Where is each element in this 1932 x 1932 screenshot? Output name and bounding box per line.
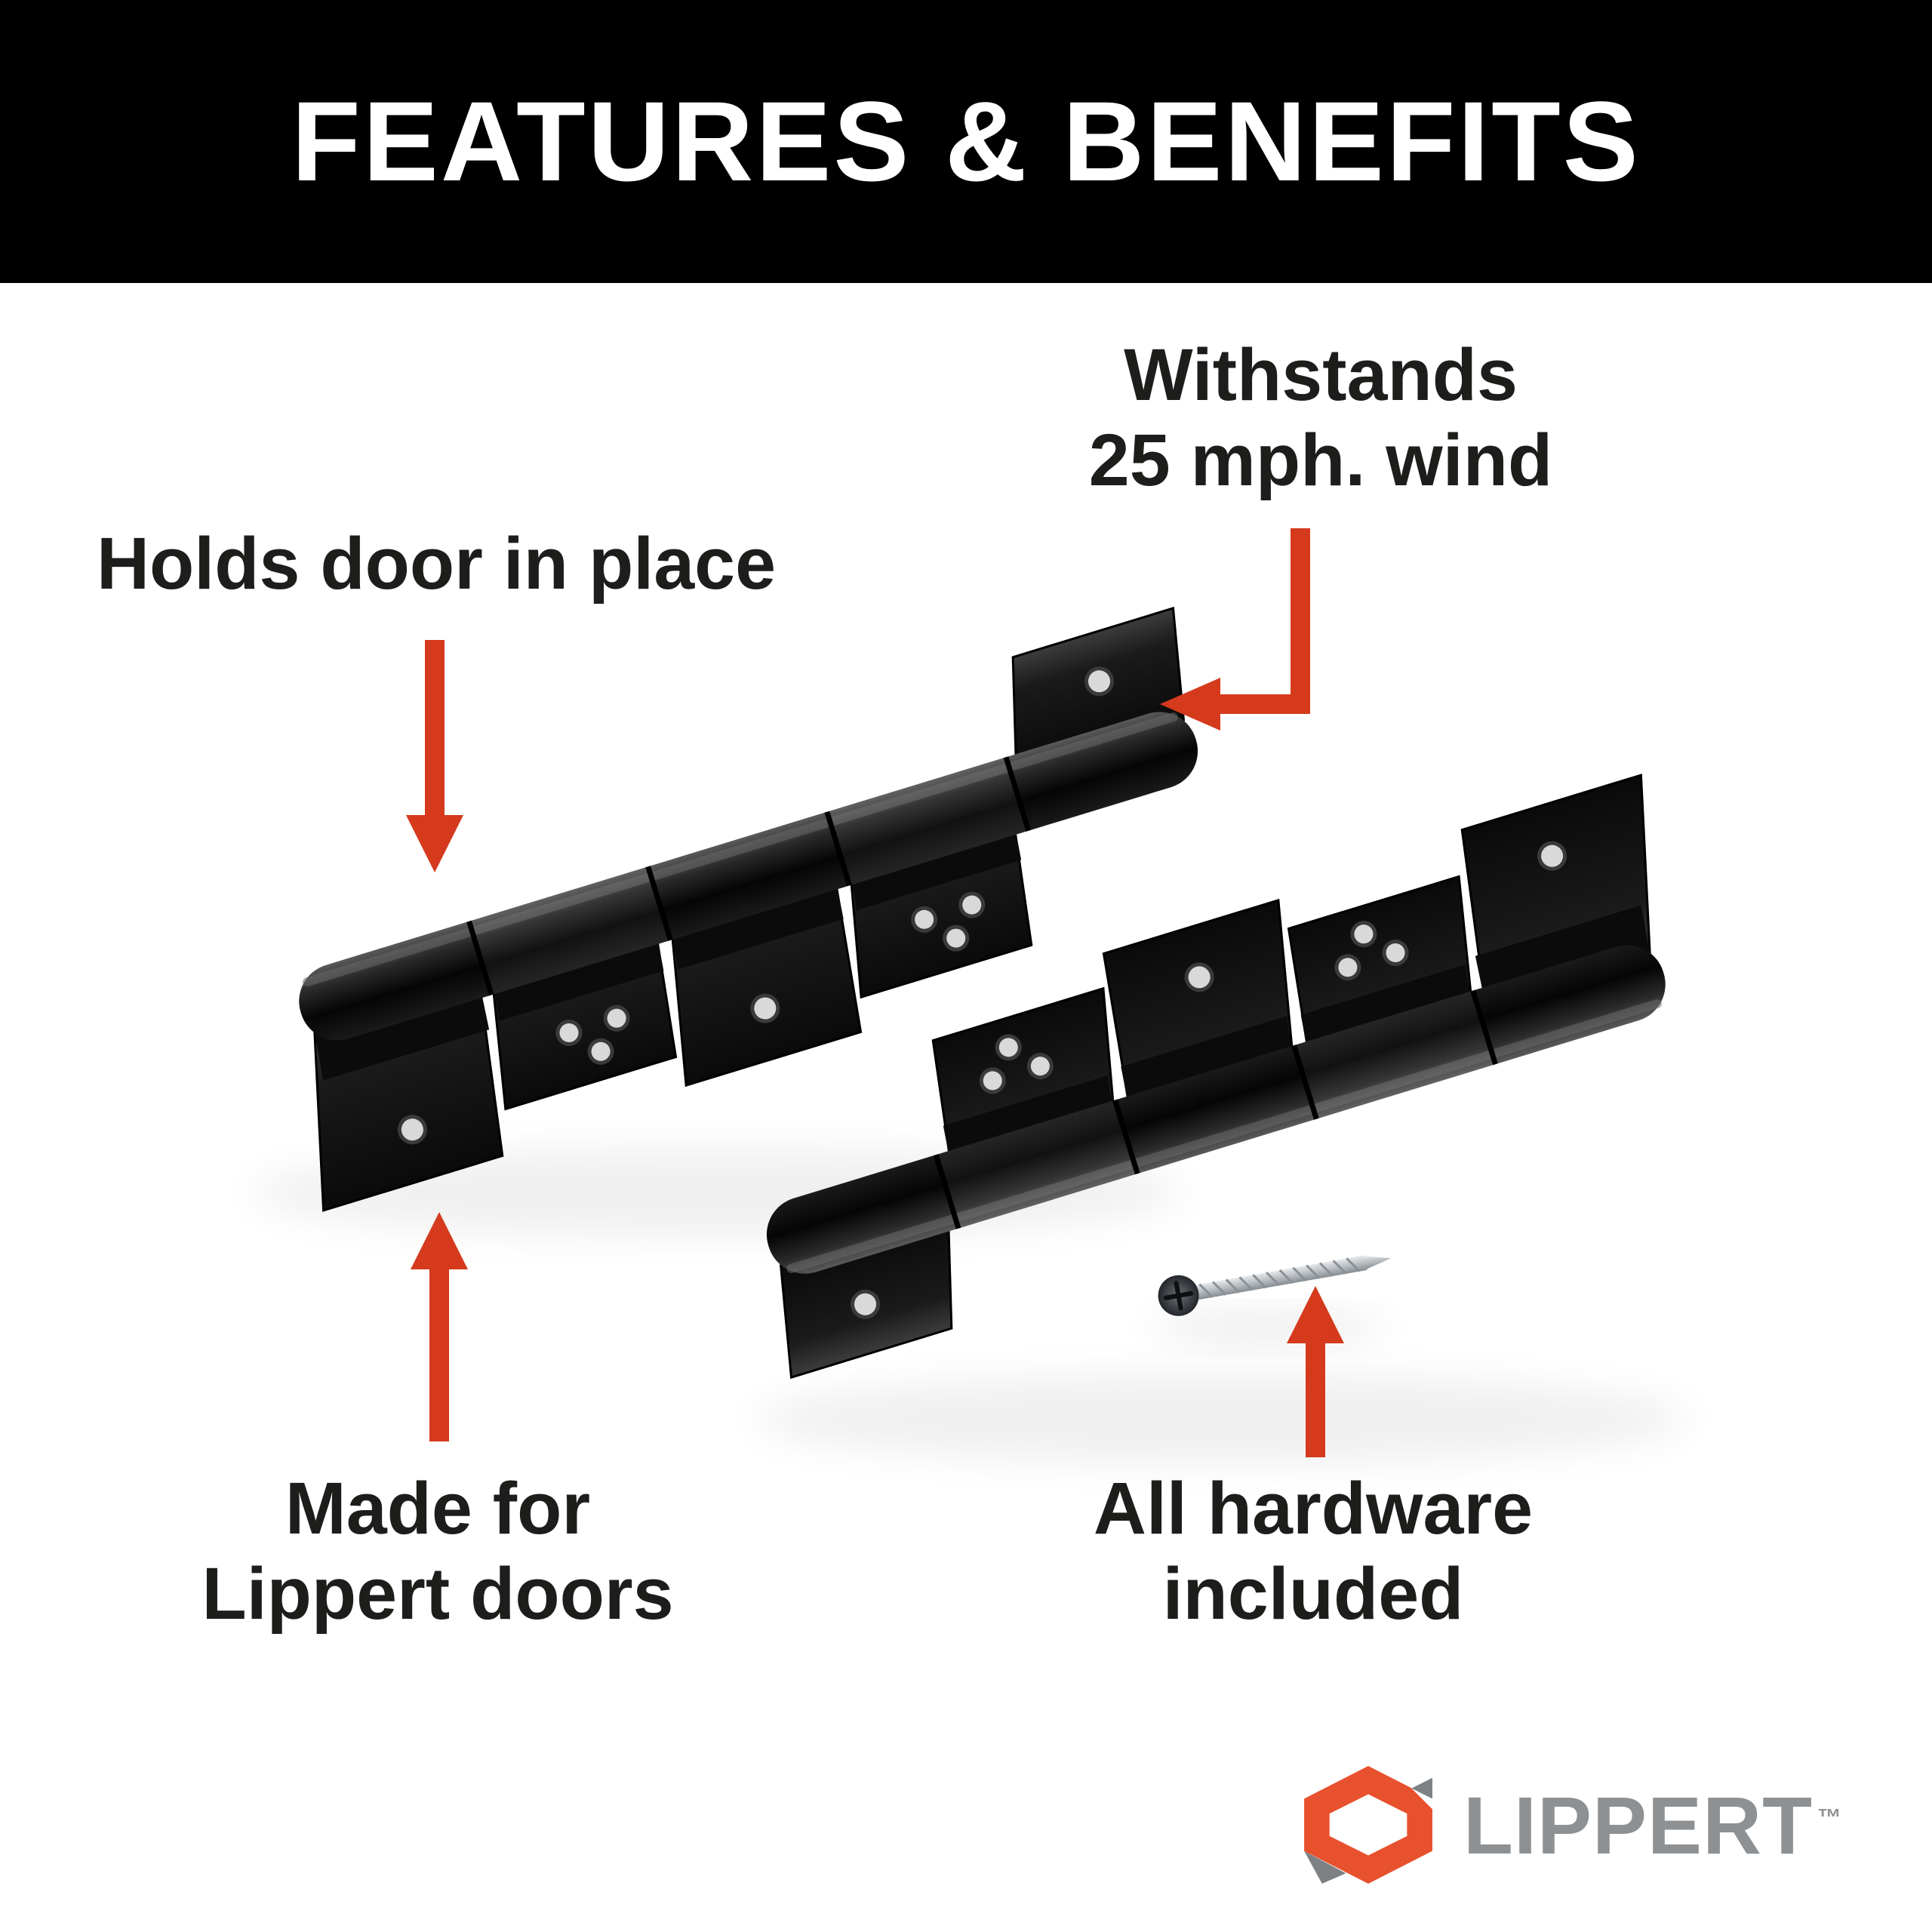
banner-title: FEATURES & BENEFITS bbox=[291, 78, 1641, 205]
callout-hardware-line1: All hardware bbox=[1093, 1467, 1534, 1549]
callout-made-for-line1: Made for bbox=[285, 1467, 591, 1549]
arrow-elbow-left-icon bbox=[1160, 528, 1310, 731]
banner: FEATURES & BENEFITS bbox=[0, 0, 1932, 283]
callout-made-for-line2: Lippert doors bbox=[202, 1552, 674, 1635]
lippert-logo-icon bbox=[1304, 1765, 1432, 1884]
brand-name: LIPPERT bbox=[1463, 1779, 1814, 1871]
door-hinge-top bbox=[228, 608, 1269, 1211]
shadow-hinge-bottom bbox=[755, 1374, 1690, 1464]
callout-withstands: Withstands 25 mph. wind bbox=[1019, 332, 1623, 503]
arrow-up-icon bbox=[411, 1212, 468, 1441]
callout-withstands-line2: 25 mph. wind bbox=[1088, 419, 1553, 502]
shadow-screw bbox=[1147, 1313, 1389, 1343]
mounting-screw bbox=[1158, 1255, 1392, 1316]
callout-made-for: Made for Lippert doors bbox=[136, 1466, 740, 1637]
shadow-hinge-top bbox=[249, 1147, 1185, 1238]
door-hinge-bottom bbox=[696, 775, 1737, 1377]
trademark-symbol: ™ bbox=[1817, 1803, 1843, 1831]
callout-holds-door-text: Holds door in place bbox=[97, 522, 777, 605]
callout-withstands-line1: Withstands bbox=[1124, 334, 1518, 416]
callout-hardware: All hardware included bbox=[1011, 1466, 1615, 1637]
callout-hardware-line2: included bbox=[1162, 1552, 1464, 1635]
arrow-down-icon bbox=[406, 640, 463, 872]
arrow-up-icon bbox=[1287, 1286, 1344, 1457]
callout-holds-door: Holds door in place bbox=[97, 521, 927, 606]
